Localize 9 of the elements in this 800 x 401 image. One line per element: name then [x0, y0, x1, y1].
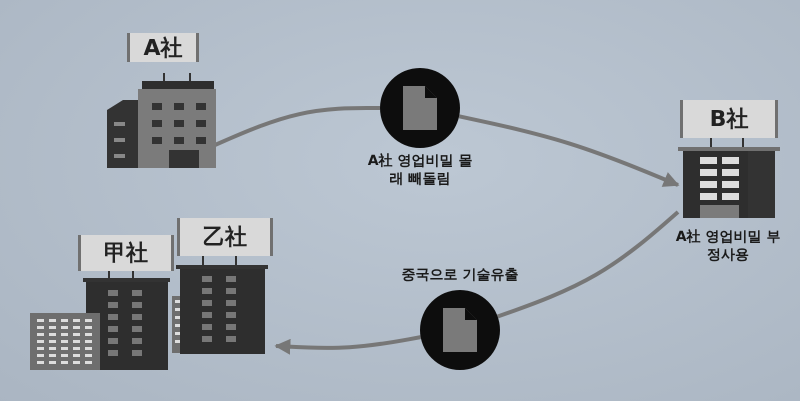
- company-sign: A社: [127, 33, 199, 62]
- node-label: 중국으로 기술유출: [400, 266, 520, 284]
- arrow: [274, 335, 421, 355]
- company-sign: B社: [680, 100, 778, 138]
- company-sign: 甲社: [78, 235, 174, 271]
- node-label: A社 영업비밀 몰래 빼돌림: [366, 152, 474, 188]
- node-label: A社 영업비밀 부정사용: [674, 228, 782, 264]
- arrow: [458, 114, 680, 187]
- company-sign: 乙社: [177, 218, 273, 256]
